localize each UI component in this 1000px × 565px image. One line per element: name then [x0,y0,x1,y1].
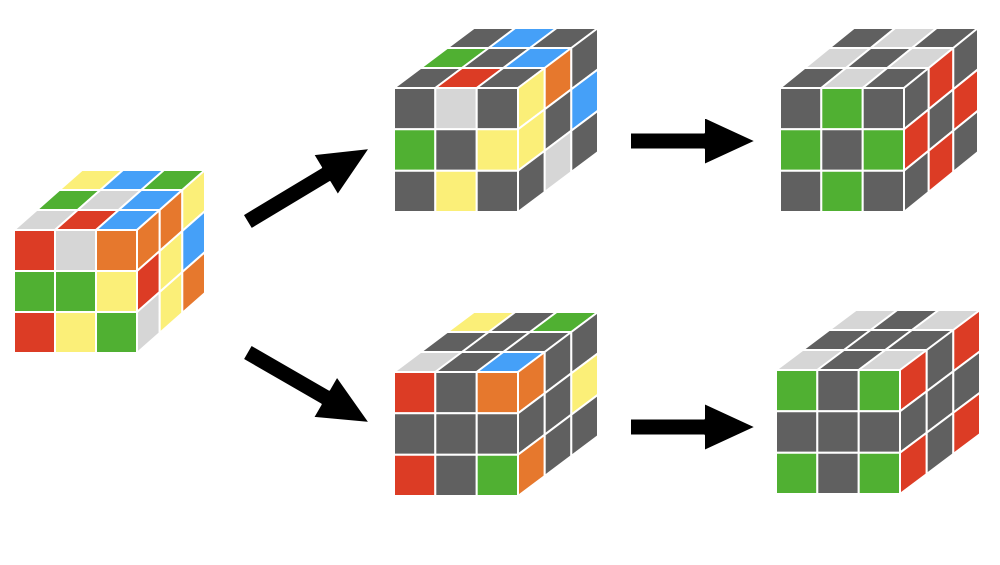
source-cube [13,169,206,354]
front-sticker [816,451,860,495]
bottom-right-cube [775,309,981,495]
top-right-cube [779,27,979,213]
right-sticker [952,391,981,455]
arrow-to-bottom-right-shape [629,402,757,452]
right-sticker [181,251,206,314]
front-sticker [861,87,905,131]
arrow-to-bottom-right [629,402,757,452]
front-sticker [861,169,905,213]
front-sticker [434,371,478,415]
front-sticker [857,410,901,454]
front-sticker [475,453,519,497]
cubes-layer [13,27,981,497]
front-sticker [820,169,864,213]
front-sticker [861,128,905,172]
front-sticker [13,311,56,354]
arrow-to-top-middle-shape [241,147,372,231]
arrows-layer [241,116,757,452]
right-sticker [952,109,979,173]
front-sticker [779,169,823,213]
front-sticker [820,128,864,172]
top-middle-cube [393,27,599,213]
front-sticker [820,87,864,131]
front-sticker [393,412,437,456]
front-sticker [779,128,823,172]
front-sticker [54,229,97,272]
front-sticker [434,169,478,213]
arrow-to-top-right-shape [629,116,757,166]
front-sticker [857,369,901,413]
front-sticker [54,270,97,313]
front-sticker [775,369,819,413]
front-sticker [95,311,138,354]
front-sticker [775,410,819,454]
front-sticker [779,87,823,131]
right-sticker [570,109,599,173]
front-sticker [393,87,437,131]
front-sticker [475,412,519,456]
arrow-to-top-middle [241,147,372,231]
front-sticker [475,371,519,415]
front-sticker [475,169,519,213]
front-sticker [434,453,478,497]
front-sticker [393,128,437,172]
front-sticker [95,270,138,313]
front-sticker [13,229,56,272]
front-sticker [475,87,519,131]
front-sticker [816,410,860,454]
front-sticker [393,169,437,213]
front-sticker [95,229,138,272]
front-sticker [475,128,519,172]
front-sticker [13,270,56,313]
front-sticker [775,451,819,495]
right-sticker [570,393,599,457]
arrow-to-bottom-middle-shape [241,343,371,424]
front-sticker [393,453,437,497]
front-sticker [393,371,437,415]
front-sticker [434,87,478,131]
front-sticker [816,369,860,413]
front-sticker [434,412,478,456]
front-sticker [434,128,478,172]
front-sticker [54,311,97,354]
arrow-to-bottom-middle [241,343,371,424]
arrow-to-top-right [629,116,757,166]
front-sticker [857,451,901,495]
bottom-middle-cube [393,311,599,497]
